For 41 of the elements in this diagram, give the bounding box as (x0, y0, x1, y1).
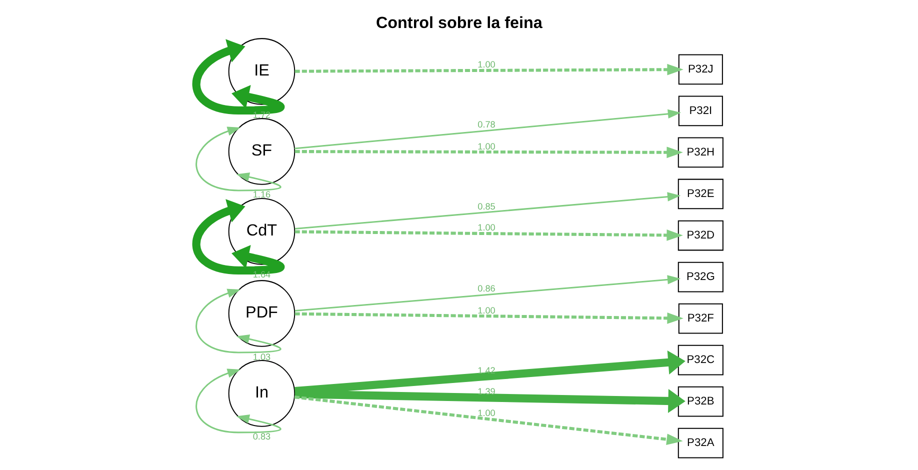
edge-label: 0.83 (252, 432, 270, 442)
arrow (195, 126, 281, 192)
arrow (294, 192, 680, 230)
arrow (192, 39, 284, 114)
arrow (294, 146, 682, 158)
node-circle: PDF (228, 280, 295, 347)
edge-label: 0.86 (477, 283, 495, 294)
edge-label: 1.00 (477, 60, 495, 70)
edge-label: 1.03 (252, 352, 270, 362)
arrow (195, 288, 281, 354)
node-box: P32H (677, 137, 723, 168)
arrow (192, 199, 284, 274)
node-circle: SF (228, 118, 295, 185)
edge-label: 0.78 (477, 119, 495, 130)
diagram-title: Control sobre la feina (375, 14, 542, 32)
node-box: P32F (678, 303, 722, 334)
node-box: P32D (677, 220, 723, 251)
node-box: P32C (677, 344, 723, 376)
node-box: P32J (678, 54, 722, 85)
edge-label: 0.85 (477, 201, 495, 212)
edge-label: 1.00 (477, 306, 495, 316)
arrow (294, 230, 682, 241)
node-circle: CdT (228, 198, 295, 265)
arrow (294, 312, 683, 324)
node-box: P32I (678, 96, 722, 126)
edge-label: 1.16 (252, 190, 270, 200)
node-circle: In (228, 360, 295, 427)
node-box: P32E (677, 178, 723, 210)
node-circle: IE (228, 38, 295, 105)
arrow (195, 368, 281, 434)
node-box: P32A (677, 428, 723, 458)
arrow (294, 109, 681, 150)
edge-label: 1.00 (477, 222, 495, 233)
arrow (294, 388, 685, 414)
edge-label: 1.00 (477, 142, 495, 152)
edge-label: 1.00 (477, 408, 495, 418)
node-box: P32G (677, 262, 723, 292)
arrow (294, 396, 682, 445)
arrow (294, 64, 683, 76)
node-box: P32B (677, 386, 723, 417)
arrow (294, 275, 680, 312)
